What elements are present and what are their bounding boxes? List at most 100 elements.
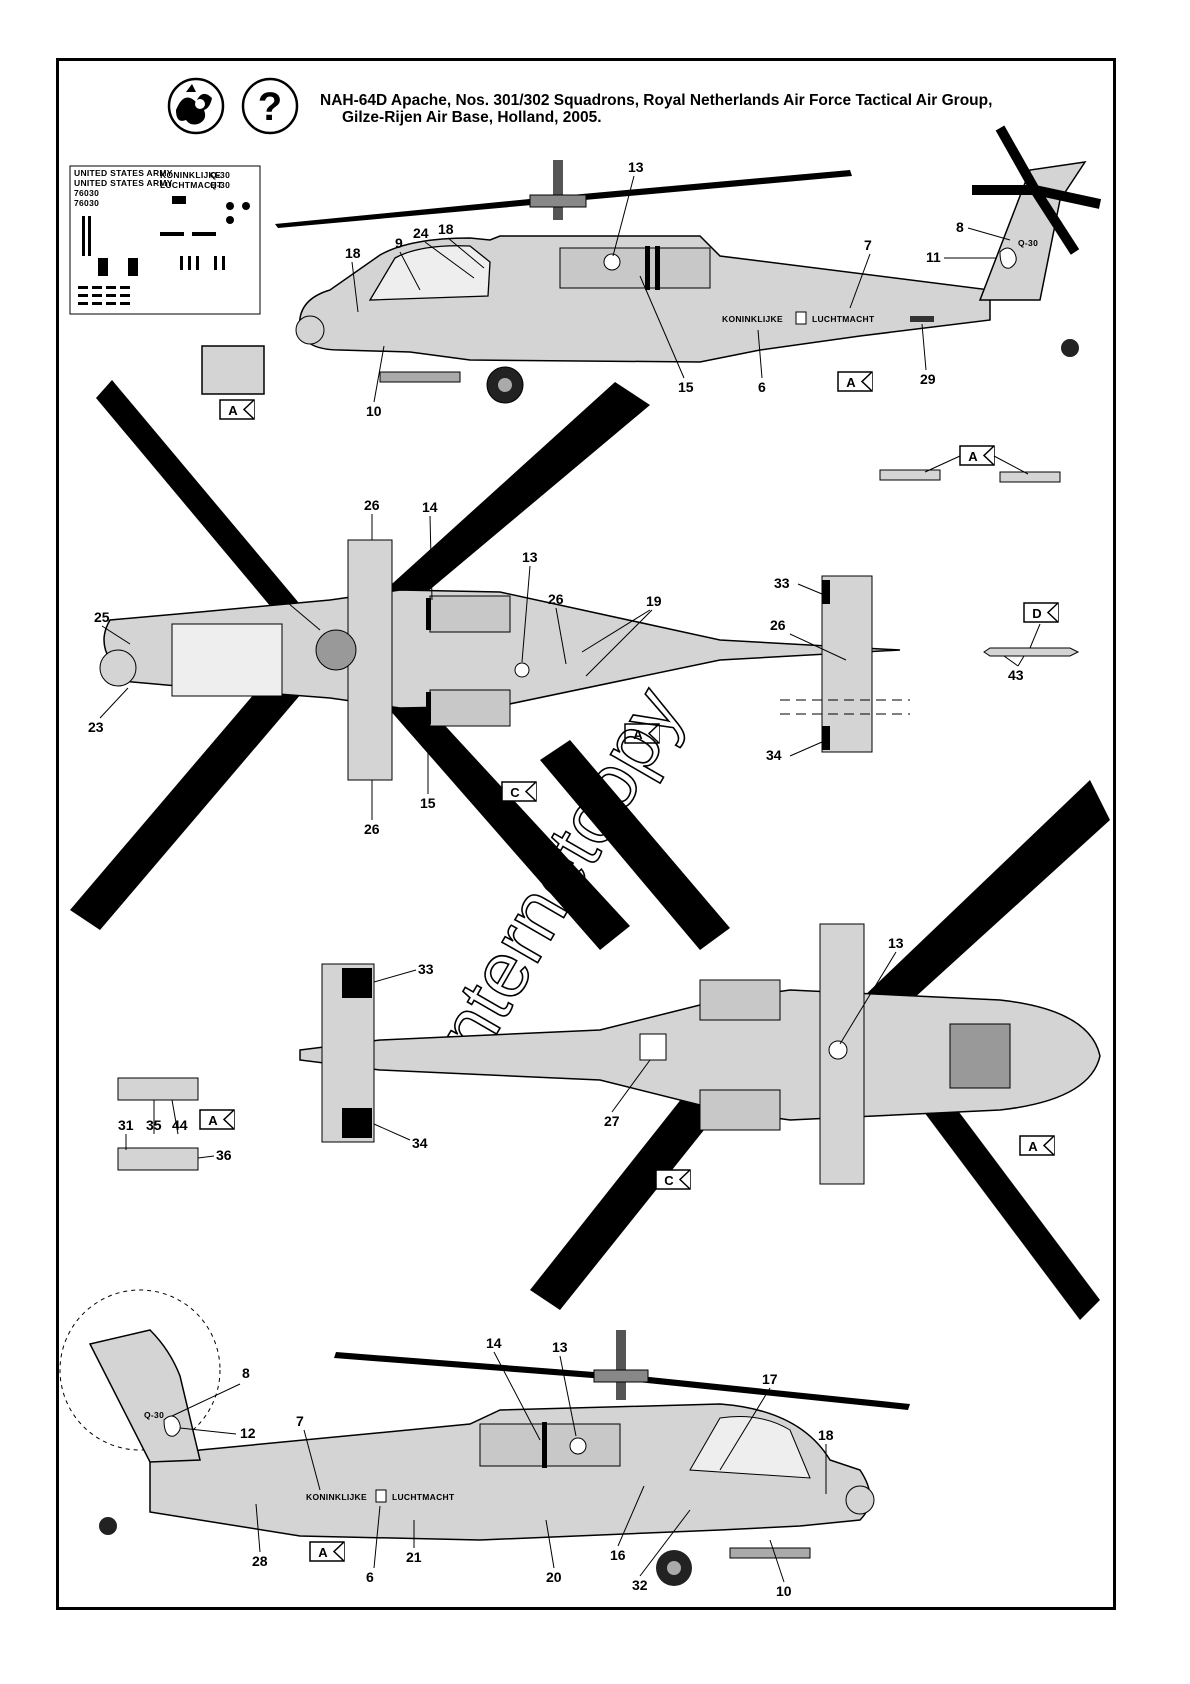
chin-gun-turret — [949, 1023, 1011, 1089]
decal-line: LUCHTMACHT — [160, 180, 223, 190]
decal-line: 76030 — [74, 198, 99, 208]
roundel-box — [375, 1489, 387, 1503]
callout-label: 11 — [926, 249, 941, 265]
color-key-label: A — [846, 375, 856, 390]
lion-emblem — [999, 247, 1017, 269]
color-key-label: A — [228, 403, 238, 418]
main-rotor-blade — [275, 196, 565, 228]
callout-label: 24 — [204, 749, 220, 765]
callout-label: 14 — [422, 499, 438, 515]
callout-label: 15 — [678, 379, 694, 395]
callout-label: 6 — [758, 379, 766, 395]
callout-label: 18 — [345, 245, 361, 261]
missile-detail: D — [983, 602, 1080, 667]
main-rotor-blade — [900, 1060, 1100, 1320]
callout-label: 34 — [766, 747, 782, 763]
weapon-pylon — [729, 1547, 811, 1559]
callout-label: 20 — [546, 1569, 562, 1585]
callout-label: 26 — [548, 591, 564, 607]
callout-label: 7 — [864, 237, 872, 253]
national-roundel — [603, 253, 621, 271]
callout-label: 19 — [646, 593, 662, 609]
canopy — [368, 245, 491, 301]
stub-wing — [347, 539, 393, 781]
decal-line: KONINKLIJKE — [160, 170, 221, 180]
callout-label: 26 — [770, 617, 786, 633]
callout-label: 24 — [413, 225, 429, 241]
fuselage-text-right: LUCHTMACHT — [812, 314, 875, 324]
weapon-pylon — [379, 371, 461, 383]
callout-label: 21 — [406, 1549, 422, 1565]
engine-nacelle — [699, 979, 781, 1021]
fuselage — [149, 1403, 871, 1541]
tail-rotor-blade — [995, 125, 1040, 193]
roundel-box — [795, 311, 807, 325]
callouts-top: 26 14 32 13 26 19 33 25 26 23 — [88, 497, 1024, 837]
national-roundel — [569, 1437, 587, 1455]
tail-rotor-blade — [1030, 187, 1080, 255]
rotor-hub — [529, 194, 587, 208]
question-mark-icon: ? — [241, 77, 299, 135]
national-roundel — [828, 1040, 848, 1060]
main-rotor-blade — [96, 380, 330, 656]
color-key-label: D — [1032, 606, 1041, 621]
pylon-detail-small: A — [879, 445, 1061, 483]
engine-nacelle — [479, 1423, 621, 1467]
fuselage-text-left: KONINKLIJKE — [722, 314, 783, 324]
callout-label: 10 — [776, 1583, 792, 1599]
engine-stripe — [542, 1422, 547, 1468]
inspection-panel — [639, 1033, 667, 1061]
callout-label: 8 — [956, 219, 964, 235]
callout-label: 15 — [420, 795, 436, 811]
main-rotor-blade — [618, 1374, 910, 1410]
color-key-label: A — [968, 449, 978, 464]
tail-wheel — [99, 1517, 117, 1535]
callout-label: 34 — [412, 1135, 428, 1151]
callouts-right-side: 14 13 17 8 12 7 18 28 6 21 20 — [171, 1335, 834, 1599]
callout-label: 14 — [486, 1335, 502, 1351]
engine-nacelle — [429, 595, 511, 633]
color-key-label: C — [664, 1173, 674, 1188]
decal-line: Q-30 — [210, 170, 230, 180]
callout-label: 29 — [920, 371, 936, 387]
stabilizer-band — [822, 726, 830, 750]
callouts-left-side: 13 18 9 24 18 7 8 11 10 15 6 — [345, 159, 1011, 419]
right-side-view: KONINKLIJKE LUCHTMACHT Q-30 A 14 13 17 8… — [59, 1289, 910, 1599]
fuselage-text-left: KONINKLIJKE — [306, 1492, 367, 1502]
canopy — [689, 1416, 811, 1479]
fuselage-text-right: LUCHTMACHT — [392, 1492, 455, 1502]
top-view: A C 26 14 32 13 26 19 33 25 — [70, 380, 1024, 950]
decal-line: Q-30 — [210, 180, 230, 190]
rotor-hub — [315, 629, 357, 671]
engine-stripe — [645, 246, 650, 290]
callout-label: 6 — [366, 1569, 374, 1585]
color-key-label: A — [633, 727, 643, 742]
color-key-label: A — [208, 1113, 218, 1128]
callout-label: 26 — [364, 821, 380, 837]
main-rotor-blade — [70, 640, 330, 930]
nose-sensor — [295, 315, 325, 345]
decal-line: 76030 — [74, 188, 99, 198]
stabilizer-band — [822, 580, 830, 604]
main-wheel-hub — [498, 378, 512, 392]
rotor-mast — [553, 160, 563, 220]
national-roundel — [514, 662, 530, 678]
callout-label: 12 — [240, 1425, 256, 1441]
question-glyph: ? — [258, 85, 282, 129]
callout-label: 23 — [88, 719, 104, 735]
scheme-title-line2: Gilze-Rijen Air Base, Holland, 2005. — [342, 109, 602, 126]
page-frame — [56, 58, 1116, 1610]
serial-marking: Q-30 — [1018, 238, 1038, 248]
engine-nacelle — [699, 1089, 781, 1131]
engine-nacelle — [429, 689, 511, 727]
lion-emblem — [163, 1415, 181, 1437]
callout-label: 26 — [364, 497, 380, 513]
callout-label: 8 — [242, 1365, 250, 1381]
callout-label: 43 — [1008, 667, 1024, 683]
callout-label: 32 — [632, 1577, 648, 1593]
callout-label: 28 — [252, 1553, 268, 1569]
engine-stripe — [655, 246, 660, 290]
callout-label: 10 — [366, 403, 382, 419]
